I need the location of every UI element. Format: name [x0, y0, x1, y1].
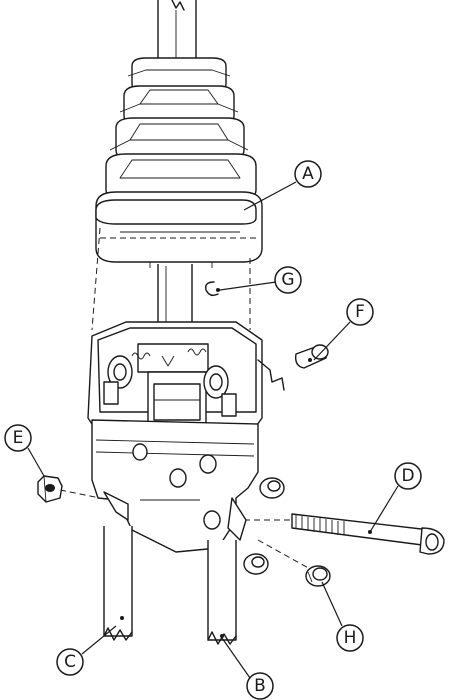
- callout-b-label: B: [254, 676, 266, 696]
- callout-g-label: G: [281, 270, 294, 290]
- leader-c: [81, 625, 117, 655]
- clip-g: [204, 281, 220, 297]
- guide-line-left: [91, 227, 101, 331]
- leader-h: [321, 581, 343, 627]
- callout-c: C: [56, 648, 84, 676]
- bolt-d: [291, 513, 445, 555]
- callout-h: H: [336, 624, 364, 652]
- bushing-h: [305, 565, 331, 587]
- callout-f: F: [346, 298, 374, 326]
- callout-b: B: [246, 672, 274, 700]
- callout-e: E: [4, 424, 32, 452]
- washer-upper: [259, 477, 285, 499]
- guide-line-nut: [59, 489, 101, 499]
- callout-d: D: [394, 462, 422, 490]
- callout-f-label: F: [355, 302, 365, 322]
- callout-c-label: C: [64, 652, 76, 672]
- leader-e: [27, 447, 45, 477]
- bellows-boot: [105, 57, 257, 201]
- callout-e-label: E: [13, 428, 24, 448]
- nut-e: [37, 475, 63, 503]
- callout-a: A: [294, 160, 322, 188]
- lower-shaft-c: [103, 526, 133, 641]
- pin-f: [294, 344, 329, 369]
- callout-g: G: [274, 266, 302, 294]
- leader-a: [243, 181, 297, 211]
- top-cable: [157, 0, 197, 63]
- callout-d-label: D: [401, 466, 414, 486]
- boot-base: [95, 191, 263, 268]
- callout-h-label: H: [344, 628, 357, 648]
- leader-b: [221, 637, 251, 679]
- leader-d: [369, 485, 399, 533]
- gimbal-housing: [87, 321, 285, 433]
- guide-line-bushing: [257, 539, 313, 571]
- callout-a-label: A: [302, 164, 314, 184]
- washer-lower: [243, 553, 269, 575]
- lower-shaft-b: [207, 540, 237, 645]
- leader-g: [219, 281, 277, 291]
- leader-f: [313, 321, 351, 361]
- lower-mount-block: [91, 419, 259, 553]
